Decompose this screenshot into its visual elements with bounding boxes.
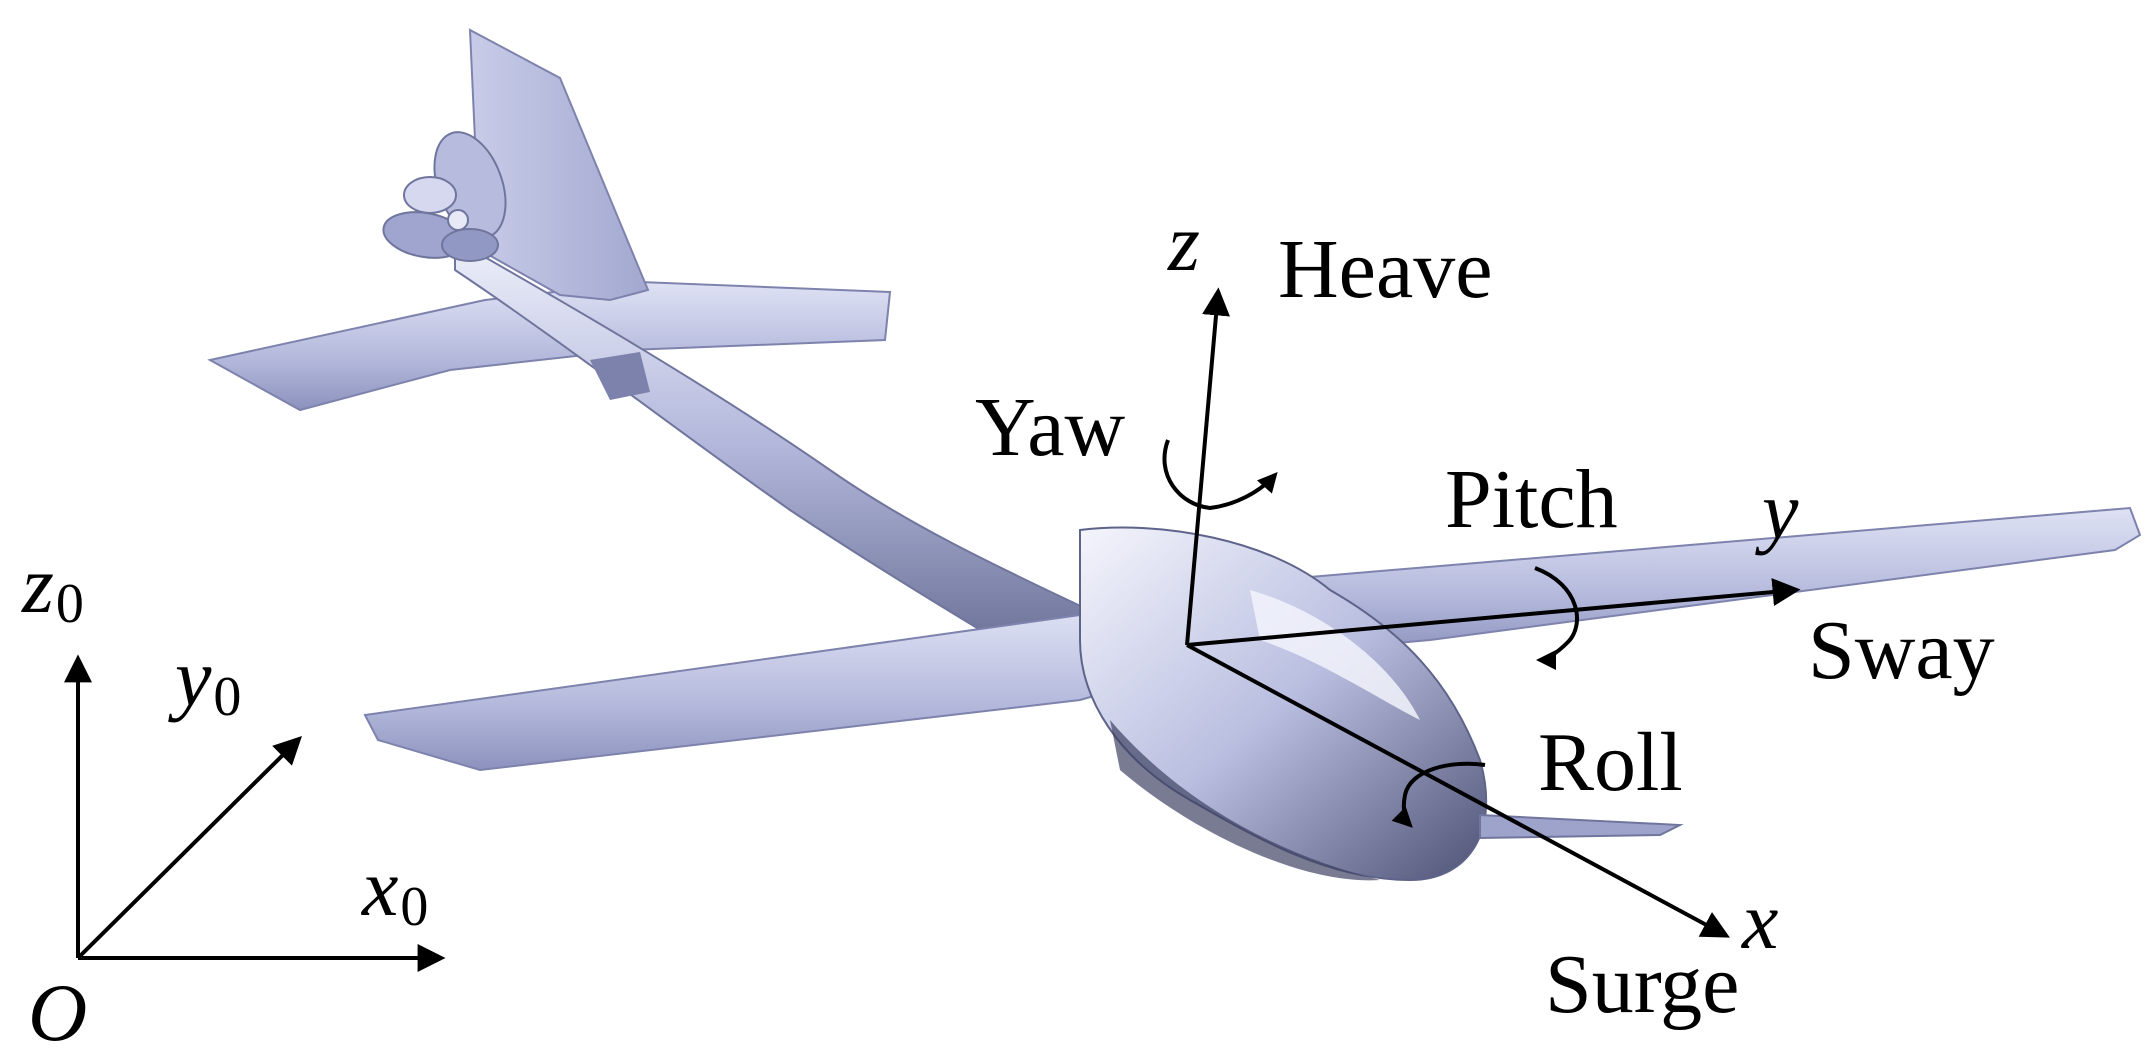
sway-label: Sway: [1808, 604, 1995, 697]
body-x-axis-arrow: [1186, 643, 1730, 938]
inertial-z-axis-label: z0: [21, 539, 84, 635]
tail-fairing: [590, 352, 650, 400]
uav-aircraft: [207, 28, 2142, 882]
pitch-rotation-arrow: [1534, 566, 1579, 670]
pod-shadow: [1110, 720, 1380, 881]
inertial-y-axis-arrow: [76, 736, 302, 960]
body-y-axis-label: y: [1755, 465, 1799, 556]
body-x-axis-label: x: [1741, 875, 1778, 966]
belly-fin: [1479, 813, 1684, 840]
yaw-rotation-arrow: [1162, 439, 1278, 511]
yaw-label: Yaw: [975, 381, 1126, 474]
roll-rotation-arrow: [1391, 761, 1486, 828]
inertial-y-axis-label: y0: [168, 632, 241, 728]
canopy-highlight: [1250, 590, 1420, 720]
pitch-label: Pitch: [1445, 453, 1618, 546]
body-z-axis-label: z: [1167, 197, 1200, 288]
inertial-x-axis-label: x0: [361, 842, 428, 938]
body-frame: z Heave Yaw y Sway Pitch x Surge Roll: [975, 197, 1995, 1031]
roll-label: Roll: [1538, 716, 1683, 809]
origin-label: O: [28, 967, 87, 1055]
surge-label: Surge: [1545, 938, 1739, 1031]
propeller: [382, 131, 507, 262]
heave-label: Heave: [1278, 223, 1493, 316]
body-y-axis-arrow: [1186, 578, 1801, 647]
inertial-frame: z0 y0 x0 O: [21, 539, 446, 1058]
body-z-axis-arrow: [1185, 287, 1230, 646]
